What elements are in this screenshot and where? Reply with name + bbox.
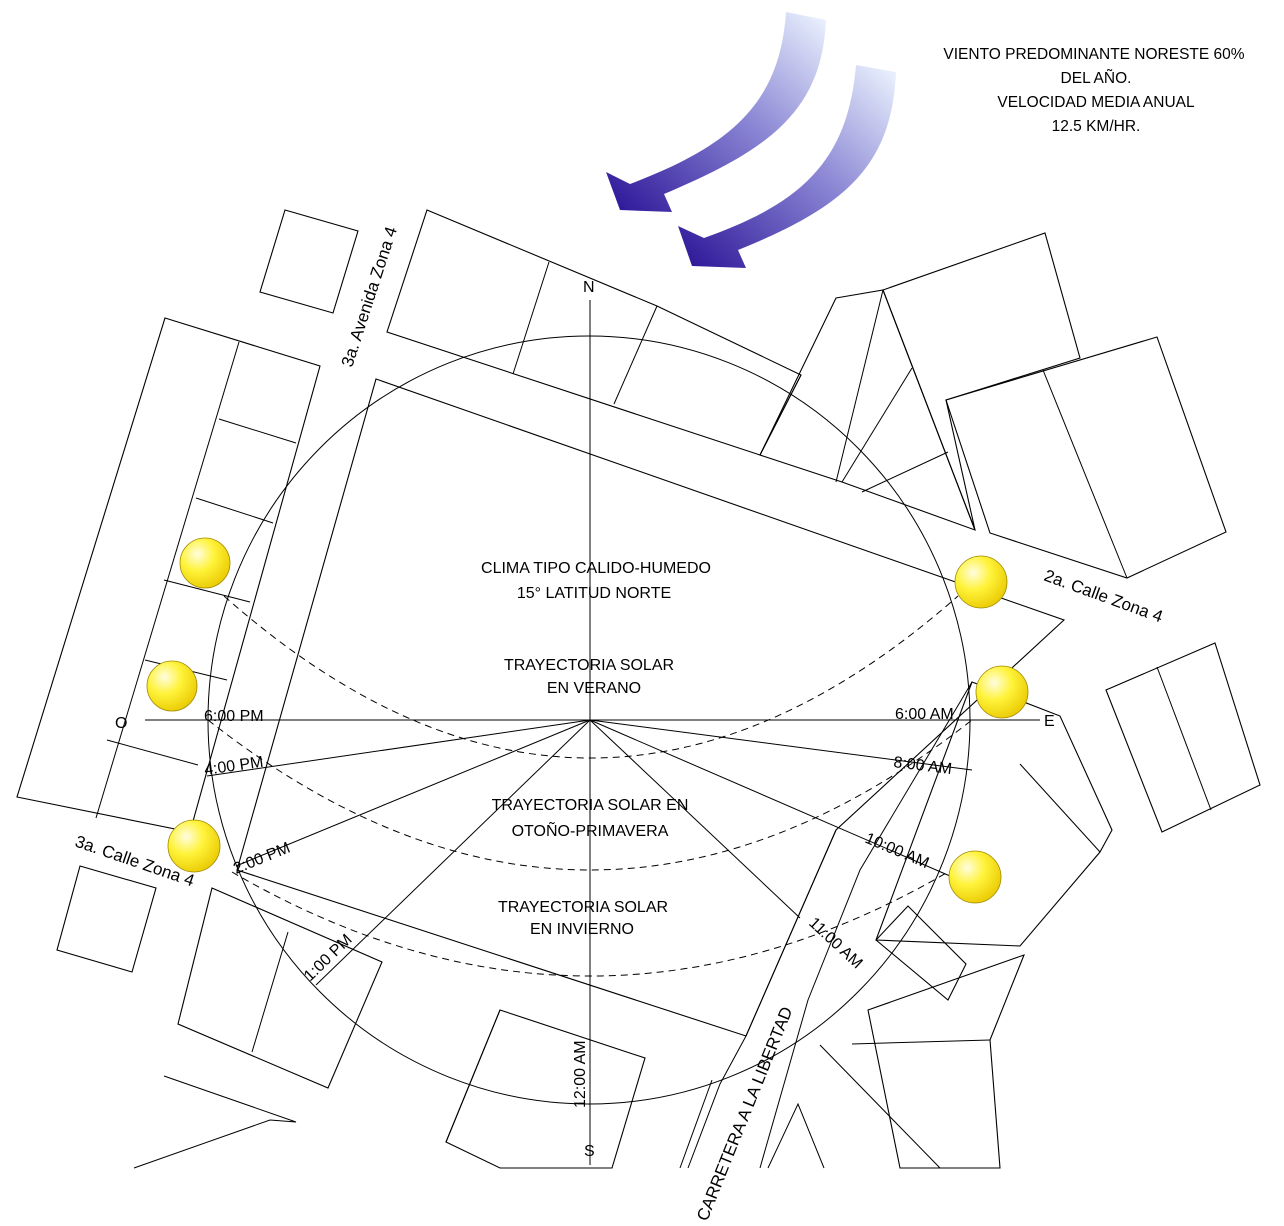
south-label: S <box>584 1143 595 1160</box>
summer-path-line1: TRAYECTORIA SOLAR <box>504 657 674 674</box>
city-blocks <box>16 209 1261 1169</box>
sun-icon <box>146 660 198 712</box>
wind-note-line3: VELOCIDAD MEDIA ANUAL <box>997 94 1195 111</box>
path-winter <box>231 871 949 977</box>
block-west-sub <box>106 739 199 766</box>
block-west-sub <box>195 497 274 524</box>
wind-arrows <box>606 12 896 268</box>
street-2a-calle-label: 2a. Calle Zona 4 <box>1042 566 1166 627</box>
winter-path-line1: TRAYECTORIA SOLAR <box>498 899 668 916</box>
sun-icon <box>179 537 231 589</box>
block-west-sub <box>163 579 251 603</box>
wind-note: VIENTO PREDOMINANTE NORESTE 60% DEL AÑO.… <box>943 46 1244 135</box>
path-equinox <box>207 719 973 871</box>
solar-chart <box>145 300 1040 1165</box>
block-south-sub <box>445 1009 501 1143</box>
west-label: O <box>115 715 127 732</box>
block-east-1 <box>1105 642 1261 833</box>
ray-10am <box>589 719 951 877</box>
block-ne-1-sub <box>861 451 949 493</box>
suns <box>146 537 1029 904</box>
hour-6am-label: 6:00 AM <box>895 706 954 723</box>
hour-4pm-label: 4:00 PM <box>203 754 264 779</box>
block-east-2-sub <box>1019 763 1101 853</box>
sun-icon <box>167 819 221 873</box>
hour-11am-label: 11:00 AM <box>805 914 865 972</box>
wind-arrow-2 <box>678 65 896 268</box>
hour-10am-label: 10:00 AM <box>862 830 931 872</box>
climate-line1: CLIMA TIPO CALIDO-HUMEDO <box>481 560 711 577</box>
hour-2pm-label: 2:00 PM <box>231 840 293 878</box>
equinox-path-line2: OTOÑO-PRIMAVERA <box>512 820 669 840</box>
cardinal-labels: N S E O <box>115 279 1055 1160</box>
block-ne-2 <box>882 232 1081 531</box>
block-east-4-sub <box>851 1039 991 1045</box>
street-avenida-label: 3a. Avenida Zona 4 <box>338 224 401 369</box>
north-label: N <box>583 279 595 296</box>
block-north-sub <box>512 261 550 375</box>
wind-arrow-1 <box>606 12 826 212</box>
wind-note-line2: DEL AÑO. <box>1061 70 1132 87</box>
block-north-sub <box>613 305 658 405</box>
hour-12-label: 12:00 AM <box>572 1040 589 1108</box>
block-east-4 <box>867 954 1025 1169</box>
climate-labels: CLIMA TIPO CALIDO-HUMEDO 15° LATITUD NOR… <box>481 560 711 938</box>
block-west-divider <box>95 341 240 819</box>
ray-2pm <box>235 719 591 867</box>
ray-8am <box>589 719 973 771</box>
ray-11am <box>589 719 801 919</box>
sun-icon <box>954 555 1008 609</box>
block-ne-1-sub <box>841 367 913 483</box>
block-ne-1-sub <box>835 289 884 483</box>
sun-icon <box>975 665 1029 719</box>
equinox-path-line1: TRAYECTORIA SOLAR EN <box>492 797 689 814</box>
block-ne-3 <box>945 336 1227 579</box>
block-south-1 <box>445 1009 646 1169</box>
block-east-3 <box>875 905 967 1001</box>
ray-4pm <box>206 719 591 777</box>
block-ne-3-sub <box>1042 369 1128 579</box>
summer-path-line2: EN VERANO <box>547 680 641 697</box>
wind-note-line1: VIENTO PREDOMINANTE NORESTE 60% <box>943 46 1244 63</box>
block-east-5 <box>767 1102 825 1169</box>
path-summer <box>223 595 959 759</box>
block-small-sw <box>56 865 157 973</box>
ray-1pm <box>315 719 591 986</box>
sun-icon <box>948 850 1002 904</box>
block-sw-1-sub <box>251 931 289 1053</box>
block-small-nw <box>259 209 359 314</box>
hour-1pm-label: 1:00 PM <box>301 931 356 985</box>
hour-6pm-label: 6:00 PM <box>204 708 264 725</box>
block-east-1-sub <box>1156 666 1212 811</box>
road-south <box>679 1079 713 1169</box>
block-sw-2 <box>133 1075 297 1169</box>
wind-note-line4: 12.5 KM/HR. <box>1052 118 1141 135</box>
block-ne-1 <box>759 289 976 531</box>
block-west-sub <box>218 418 297 444</box>
winter-path-line2: EN INVIERNO <box>530 921 634 938</box>
block-east-4-sub <box>819 1044 941 1169</box>
block-sw-1 <box>177 887 383 1089</box>
road-carretera-west <box>687 829 837 1169</box>
climate-line2: 15° LATITUD NORTE <box>517 585 671 602</box>
east-label: E <box>1044 713 1055 730</box>
road-carretera-east <box>759 681 973 1169</box>
